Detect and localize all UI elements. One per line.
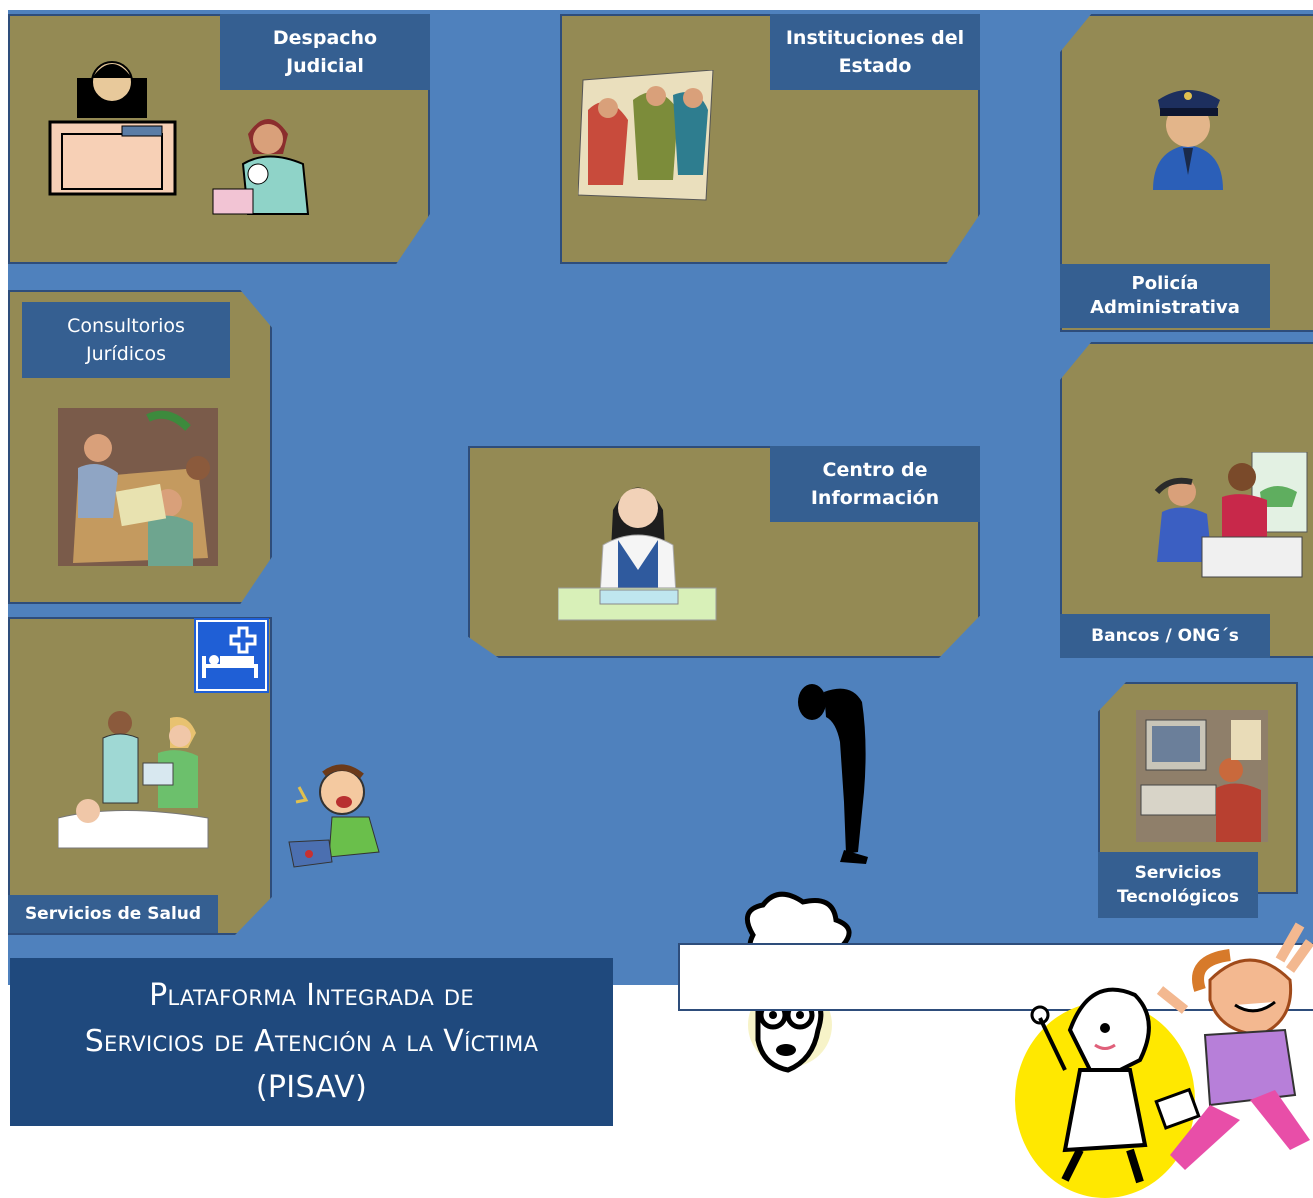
tag-despacho-judicial: Despacho Judicial [220,14,430,90]
tag-salud: Servicios de Salud [8,895,218,933]
tag-consultorios: Consultorios Jurídicos [22,302,230,378]
crying-woman-icon [212,119,310,215]
title-line-1: Plataforma Integrada de [149,978,474,1013]
computer-desk-icon [1136,710,1268,842]
tag-tecnologicos: Servicios Tecnológicos [1098,852,1258,918]
room-centro [468,446,980,658]
exit-bar [678,943,1313,1011]
happy-people-icon [1015,922,1313,1198]
title-line-2: Servicios de Atención a la Víctima [84,1024,539,1059]
lawyers-meeting-icon [58,408,218,566]
title-line-3: (PISAV) [255,1070,368,1105]
sad-person-icon [798,684,868,864]
tag-centro: Centro de Información [770,446,980,522]
hospital-bed-icon [194,618,269,693]
judge-icon [48,61,177,196]
medical-care-icon [58,711,209,849]
bank-meeting-icon [1154,452,1308,578]
police-officer-icon [1153,90,1223,190]
hurt-child-icon [288,764,380,868]
platform-title: Plataforma Integrada de Servicios de Ate… [10,958,613,1126]
receptionist-icon [558,487,717,621]
tag-bancos: Bancos / ONG´s [1060,614,1270,658]
meeting-icon [578,70,714,201]
tag-policia: Policía Administrativa [1060,264,1270,328]
tag-instituciones-estado: Instituciones del Estado [770,14,980,90]
